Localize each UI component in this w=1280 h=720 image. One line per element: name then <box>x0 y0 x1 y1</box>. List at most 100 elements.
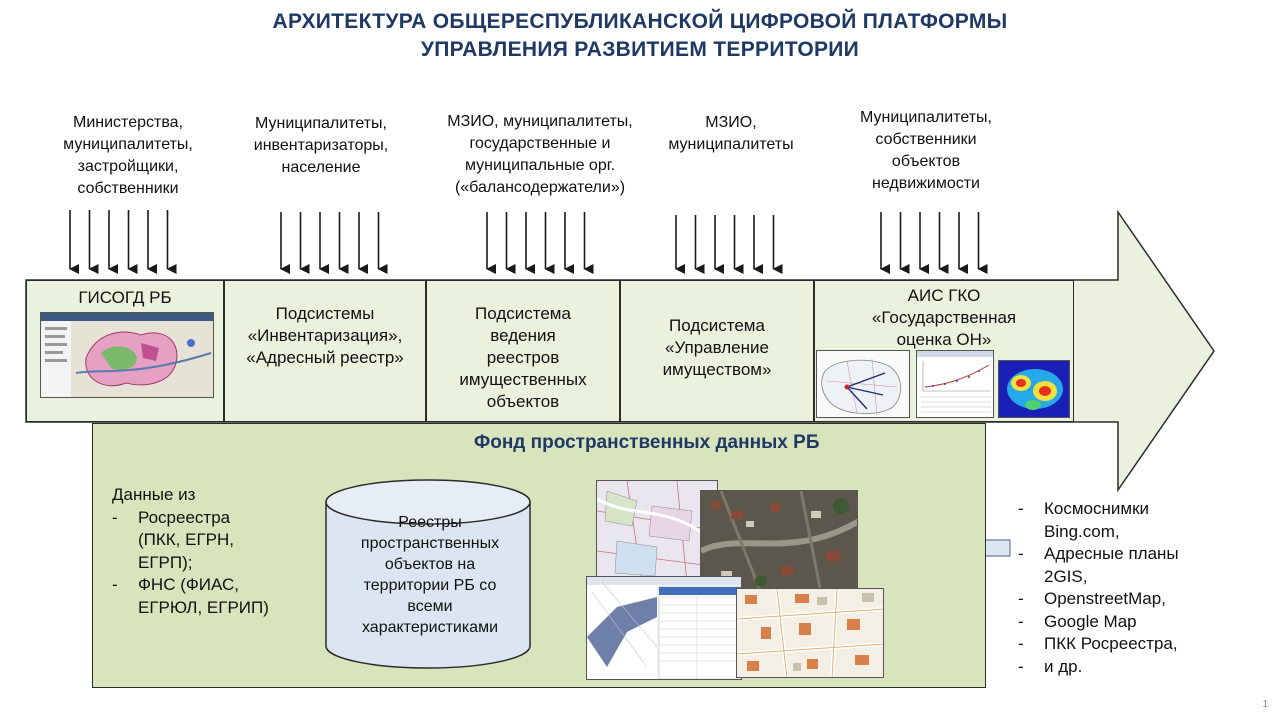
list-item-line: ЕГРЮЛ, ЕГРИП) <box>138 597 269 617</box>
system-label: реестров <box>486 348 560 367</box>
gko-heatmap-thumbnail <box>998 360 1070 418</box>
system-inventory[interactable]: Подсистемы «Инвентаризация», «Адресный р… <box>224 280 426 422</box>
actor-5-line: недвижимости <box>872 175 980 192</box>
system-label: Подсистема <box>669 316 765 335</box>
list-item-line: Росреестра <box>138 507 231 527</box>
satellite-image <box>701 491 857 591</box>
database-label-line: объектов на <box>384 556 476 573</box>
gko-map-thumbnail <box>816 350 910 418</box>
actor-1-line: собственники <box>77 180 179 197</box>
actor-5-line: Муниципалитеты, <box>859 109 992 126</box>
system-label: «Инвентаризация», <box>247 326 403 345</box>
gko-chart-thumbnail <box>916 350 994 418</box>
system-property-registry[interactable]: Подсистема ведения реестров имущественны… <box>426 280 620 422</box>
system-label: ГИСОГД РБ <box>78 288 172 307</box>
system-label: АИС ГКО <box>907 286 981 305</box>
list-item-line: ПКК Росреестра, <box>1044 634 1178 653</box>
heatmap-image <box>1007 369 1063 410</box>
chart-image <box>917 351 993 413</box>
list-dash: - <box>1018 544 1024 563</box>
database-label-line: пространственных <box>360 535 500 552</box>
address-plan-thumbnail <box>736 588 884 678</box>
system-label: Подсистемы <box>275 304 375 323</box>
list-item-line: ЕГРП); <box>138 552 193 572</box>
actor-2-line: инвентаризаторы, <box>253 137 389 154</box>
list-dash: - <box>1018 589 1024 608</box>
actor-4-line: МЗИО, <box>705 114 757 131</box>
database-label-line: Реестры <box>398 514 462 531</box>
list-item: - ФНС (ФИАС, ЕГРЮЛ, ЕГРИП) <box>112 574 269 619</box>
list-item: - Адресные планы 2GIS, <box>1018 543 1179 588</box>
fund-title: Фонд пространственных данных РБ <box>474 432 820 453</box>
cadastral-map-thumbnail <box>596 480 718 582</box>
system-label: «Адресный реестр» <box>246 348 404 367</box>
actor-1-line: застройщики, <box>77 158 179 175</box>
actor-5: Муниципалитеты, собственники объектов не… <box>836 107 1016 195</box>
list-dash: - <box>1018 656 1024 676</box>
database-label-line: территории РБ со <box>363 577 497 594</box>
actor-5-line: объектов <box>891 153 961 170</box>
input-arrows <box>69 210 988 274</box>
list-item-line: (ПКК, ЕГРН, <box>138 530 235 549</box>
actor-3-line: («балансодержатели») <box>454 179 626 196</box>
actor-2-line: население <box>281 159 361 176</box>
actor-4-line: муниципалитеты <box>668 136 794 153</box>
list-item-line: Космоснимки <box>1044 499 1150 518</box>
title-line-1: АРХИТЕКТУРА ОБЩЕРЕСПУБЛИКАНСКОЙ ЦИФРОВОЙ… <box>272 10 1008 33</box>
list-dash: - <box>1018 499 1024 518</box>
list-item: - Google Map <box>1018 611 1179 634</box>
list-item-line: и др. <box>1044 656 1083 676</box>
page-number: 1 <box>1262 699 1268 710</box>
map-image <box>597 481 717 581</box>
actor-2-line: Муниципалитеты, <box>254 115 387 132</box>
list-item-line: Bing.com, <box>1044 521 1120 541</box>
actor-3-line: муниципальные орг. <box>464 157 616 174</box>
satellite-image-thumbnail <box>700 490 858 592</box>
map-image <box>737 589 883 677</box>
gisogd-map-thumbnail <box>40 312 214 398</box>
actor-2: Муниципалитеты, инвентаризаторы, населен… <box>230 113 412 179</box>
actor-5-line: собственники <box>875 131 977 148</box>
list-item: - OpenstreetMap, <box>1018 588 1179 611</box>
actor-4: МЗИО, муниципалитеты <box>648 112 814 156</box>
database-label-line: характеристиками <box>361 619 499 636</box>
system-label: имущественных <box>459 370 587 389</box>
list-item: - Росреестра (ПКК, ЕГРН, ЕГРП); <box>112 507 269 575</box>
list-item-line: Адресные планы <box>1044 544 1179 563</box>
system-label: имуществом» <box>662 360 772 379</box>
list-dash: - <box>112 507 118 527</box>
map-image <box>41 313 213 397</box>
list-dash: - <box>112 575 118 594</box>
list-item: - и др. <box>1018 656 1179 679</box>
system-label: оценка ОН» <box>896 330 992 349</box>
list-item-line: OpenstreetMap, <box>1044 589 1166 608</box>
list-item: - ПКК Росреестра, <box>1018 633 1179 656</box>
map-image <box>821 358 901 416</box>
page-title: АРХИТЕКТУРА ОБЩЕРЕСПУБЛИКАНСКОЙ ЦИФРОВОЙ… <box>0 8 1280 64</box>
system-label: объектов <box>486 392 560 411</box>
left-data-sources: Данные из - Росреестра (ПКК, ЕГРН, ЕГРП)… <box>112 484 269 619</box>
actor-3-line: МЗИО, муниципалитеты, <box>447 113 633 130</box>
actor-1-line: Министерства, <box>73 114 183 131</box>
left-header: Данные из <box>112 485 196 504</box>
title-line-2: УПРАВЛЕНИЯ РАЗВИТИЕМ ТЕРРИТОРИИ <box>420 38 860 61</box>
actor-1: Министерства, муниципалитеты, застройщик… <box>30 112 226 200</box>
list-item: - Космоснимки Bing.com, <box>1018 498 1179 543</box>
list-dash: - <box>1018 611 1024 631</box>
gis-app-thumbnail <box>586 576 742 680</box>
system-property-management[interactable]: Подсистема «Управление имуществом» <box>620 280 814 422</box>
system-label: ведения <box>490 326 556 345</box>
system-label: «Управление <box>665 338 769 357</box>
system-label: «Государственная <box>871 308 1017 327</box>
actor-1-line: муниципалитеты, <box>63 136 193 153</box>
system-label: Подсистема <box>475 304 571 323</box>
list-item-line: ФНС (ФИАС, <box>138 575 239 594</box>
list-item-line: Google Map <box>1044 611 1137 631</box>
database-label-line: всеми <box>407 598 453 615</box>
database-label: Реестры пространственных объектов на тер… <box>330 512 530 638</box>
list-item-line: 2GIS, <box>1044 566 1088 586</box>
actor-3-line: государственные и <box>469 135 611 152</box>
app-image <box>587 577 741 679</box>
right-data-sources: - Космоснимки Bing.com, - Адресные планы… <box>1018 498 1179 678</box>
list-dash: - <box>1018 634 1024 653</box>
